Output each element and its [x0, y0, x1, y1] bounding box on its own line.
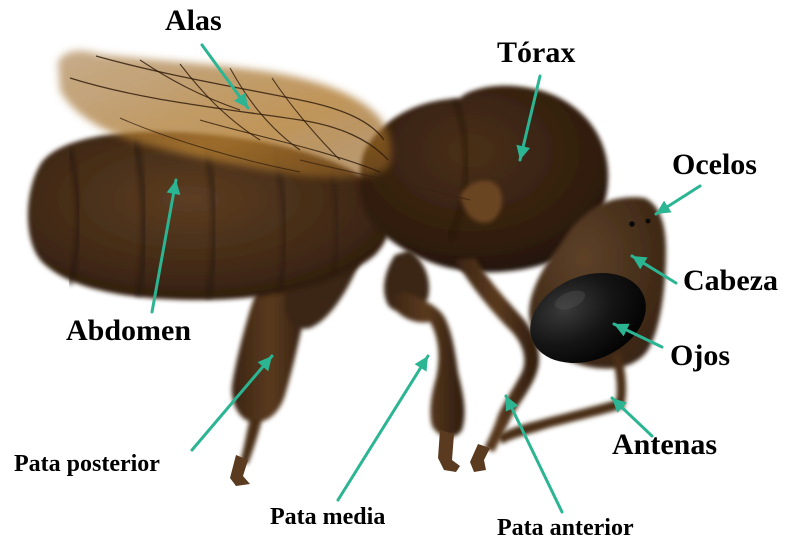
- label-pata-posterior: Pata posterior: [14, 452, 160, 476]
- arrow-pata-anterior-line: [506, 396, 562, 512]
- hind-leg-tarsus: [230, 455, 250, 486]
- label-cabeza: Cabeza: [683, 266, 778, 296]
- label-ocelos: Ocelos: [672, 150, 757, 180]
- label-ojos: Ojos: [670, 341, 730, 371]
- label-pata-media: Pata media: [270, 505, 385, 529]
- ocellus-2: [646, 219, 651, 224]
- front-leg: [455, 258, 539, 452]
- middle-leg-tarsus: [438, 430, 460, 472]
- label-antenas: Antenas: [612, 430, 717, 460]
- arrow-pata-media-line: [338, 356, 428, 500]
- label-pata-anterior: Pata anterior: [497, 516, 634, 540]
- ocellus-1: [629, 221, 635, 227]
- label-abdomen: Abdomen: [66, 316, 191, 346]
- label-torax: Tórax: [497, 38, 575, 68]
- label-alas: Alas: [165, 6, 222, 36]
- front-leg-tarsus: [470, 444, 490, 472]
